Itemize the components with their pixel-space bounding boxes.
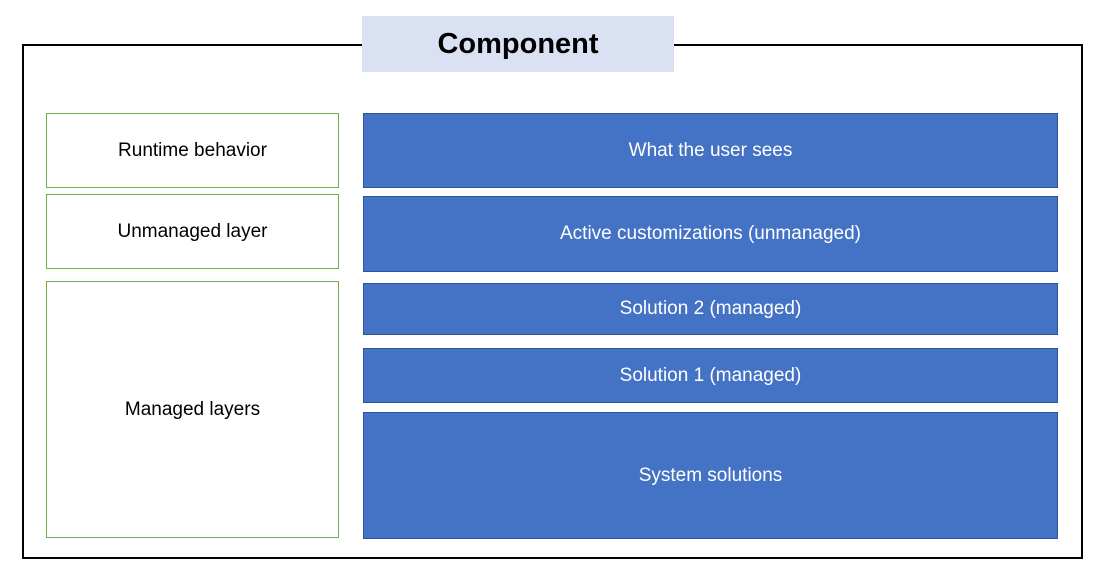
label-box-runtime-behavior: Runtime behavior	[46, 113, 339, 188]
diagram-title: Component	[362, 16, 674, 72]
layer-bar-active-customizations: Active customizations (unmanaged)	[363, 196, 1058, 272]
layer-bar-what-the-user-sees: What the user sees	[363, 113, 1058, 188]
label-box-unmanaged-layer: Unmanaged layer	[46, 194, 339, 269]
layer-bar-system-solutions: System solutions	[363, 412, 1058, 539]
layer-bar-solution-1: Solution 1 (managed)	[363, 348, 1058, 403]
label-box-managed-layers: Managed layers	[46, 281, 339, 538]
layer-bar-solution-2: Solution 2 (managed)	[363, 283, 1058, 335]
